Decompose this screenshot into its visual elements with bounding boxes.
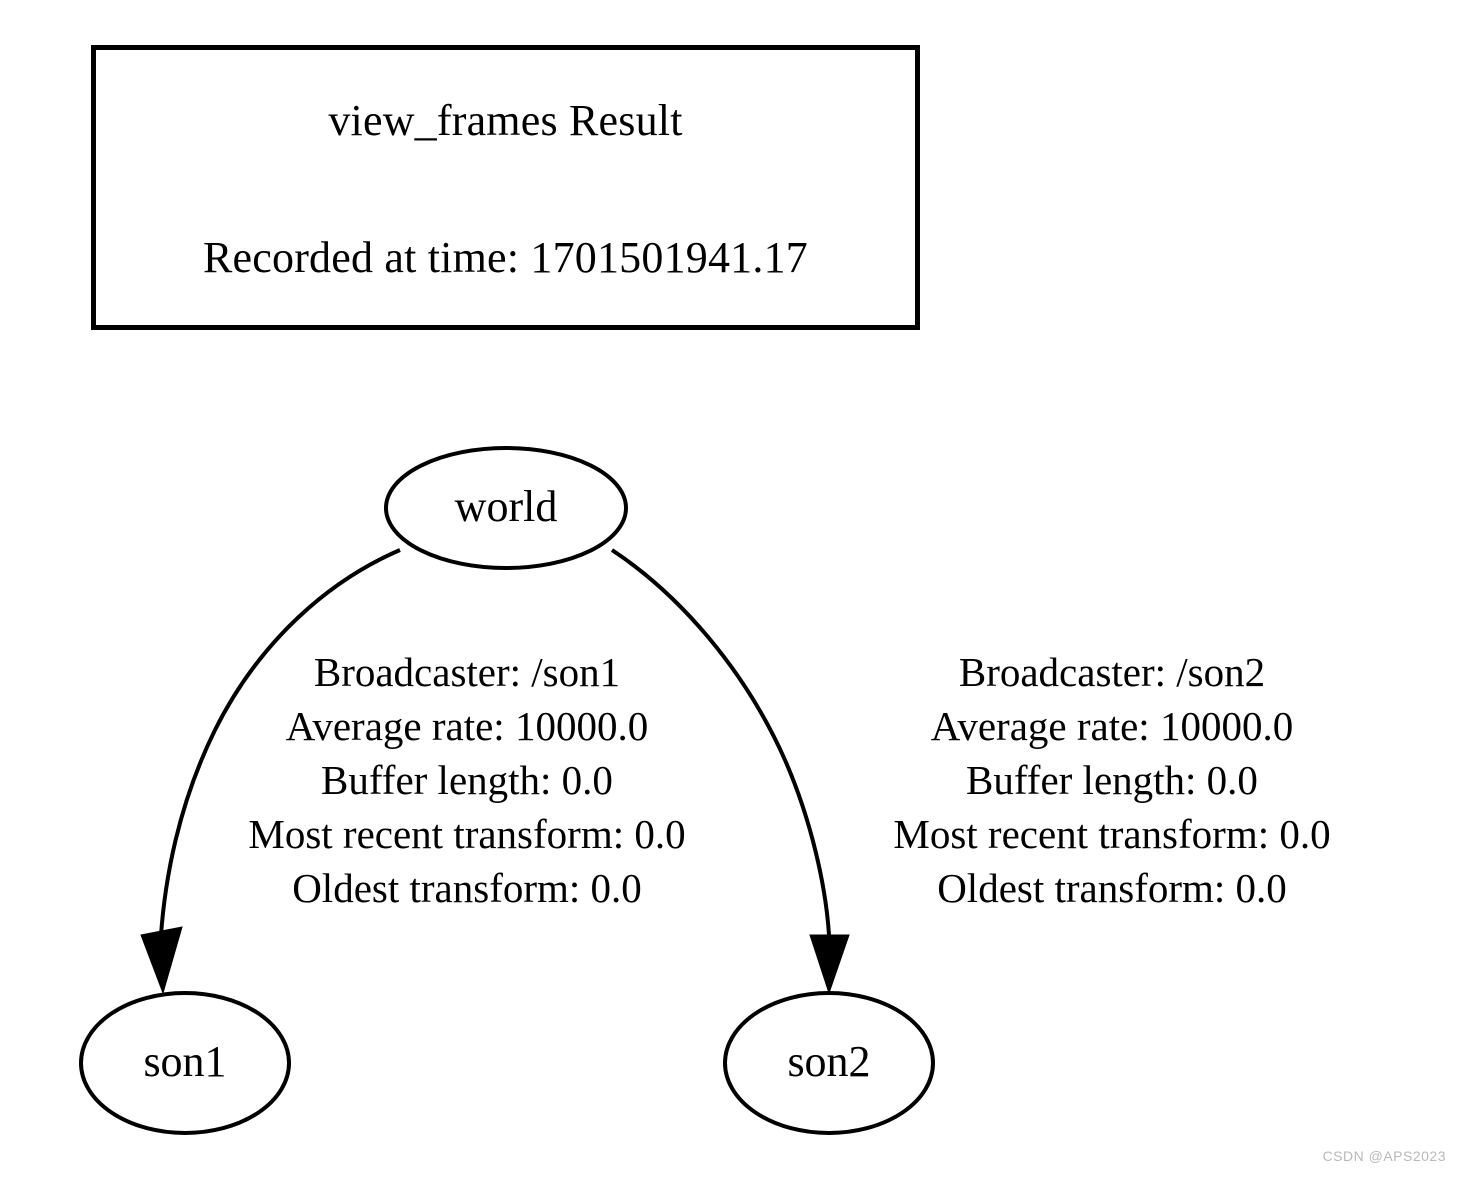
edge-world-son1-path [159, 548, 401, 936]
edge-label-son1: Broadcaster: /son1 Average rate: 10000.0… [175, 645, 759, 915]
edge-label-son1-oldest-transform: Oldest transform: 0.0 [292, 865, 642, 911]
result-header-box: view_frames Result Recorded at time: 170… [91, 45, 920, 330]
edge-label-son1-broadcaster: Broadcaster: /son1 [313, 649, 621, 695]
edge-label-son2-buffer-length: Buffer length: 0.0 [966, 757, 1258, 803]
edge-label-son1-buffer-length: Buffer length: 0.0 [321, 757, 613, 803]
node-son2-ellipse [723, 991, 935, 1135]
node-son2[interactable]: son2 [723, 991, 935, 1135]
node-son1-label: son1 [143, 1037, 226, 1086]
node-son1[interactable]: son1 [79, 991, 291, 1135]
watermark: CSDN @APS2023 [1322, 1148, 1446, 1164]
result-title: view_frames Result [328, 96, 683, 145]
edge-world-son2-path [610, 548, 831, 936]
edge-label-son2-broadcaster: Broadcaster: /son2 [958, 649, 1266, 695]
edge-label-son2-average-rate: Average rate: 10000.0 [930, 703, 1294, 749]
edge-world-son2 [610, 548, 850, 995]
edge-label-son2: Broadcaster: /son2 Average rate: 10000.0… [820, 645, 1404, 915]
edge-world-son1 [140, 548, 401, 995]
node-world-ellipse [384, 446, 628, 570]
edge-label-son1-most-recent-transform: Most recent transform: 0.0 [248, 811, 686, 857]
edge-label-son2-oldest-transform: Oldest transform: 0.0 [937, 865, 1287, 911]
node-son1-ellipse [79, 991, 291, 1135]
node-world[interactable]: world [384, 446, 628, 570]
edge-label-son1-average-rate: Average rate: 10000.0 [285, 703, 649, 749]
result-recorded-time: Recorded at time: 1701501941.17 [203, 233, 808, 282]
edge-label-son2-most-recent-transform: Most recent transform: 0.0 [893, 811, 1331, 857]
edge-world-son1-arrowhead [140, 926, 183, 995]
node-son2-label: son2 [787, 1037, 870, 1086]
edge-world-son2-arrowhead [809, 934, 850, 995]
node-world-label: world [455, 482, 558, 531]
